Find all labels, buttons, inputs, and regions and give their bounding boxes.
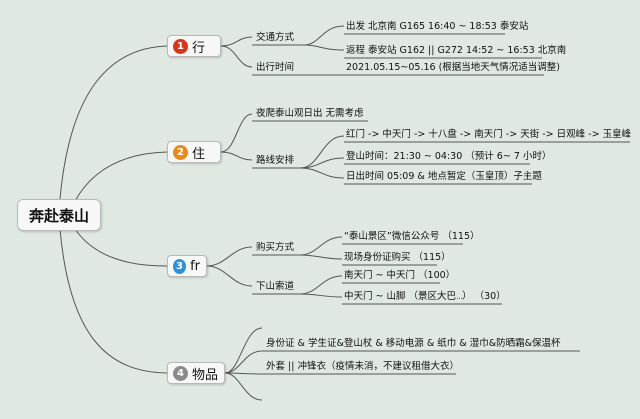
priority-4-badge-icon: 4 [173,365,188,381]
leaf-sunrise[interactable]: 日出时间 05:09 & 地点暂定（玉皇顶）子主题 [346,171,542,182]
leaf-cable-1[interactable]: 南天门 ~ 中天门 （100） [344,270,456,281]
branch-label-1: 行 [192,40,206,56]
topic-travel-time[interactable]: 出行时间 [256,62,295,73]
topic-cableway[interactable]: 下山索道 [256,281,295,292]
topic-jacket[interactable]: 外套 || 冲锋衣（疫情未消，不建议租借大衣） [266,361,459,372]
topic-route[interactable]: 路线安排 [256,155,295,166]
ellipsis-icon: ... [456,291,463,302]
leaf-climb-time[interactable]: 登山时间：21:30 ~ 04:30 （预计 6~ 7 小时） [346,151,552,162]
leaf-return[interactable]: 返程 泰安站 G162 || G272 14:52 ~ 16:53 北京南 [346,45,567,56]
branch-node-4[interactable]: 4 物品 [167,362,225,384]
branch-label-3: fr [190,258,200,274]
priority-1-badge-icon: 1 [173,38,188,54]
leaf-cable-2-price: ） （30） [462,291,506,302]
topic-night-climb[interactable]: 夜爬泰山观日出 无需考虑 [256,108,364,119]
priority-2-badge-icon: 2 [173,144,188,160]
leaf-dates[interactable]: 2021.05.15~05.16 (根据当地天气情况适当调整) [346,62,560,73]
topic-purchase[interactable]: 购买方式 [256,242,295,253]
leaf-departure[interactable]: 出发 北京南 G165 16:40 ~ 18:53 泰安站 [346,21,529,32]
edge-root-b2 [74,151,168,202]
leaf-onsite[interactable]: 现场身份证购买 （115） [344,252,451,263]
priority-3-badge-icon: 3 [173,258,187,274]
topic-items-list[interactable]: 身份证 & 学生证&登山杖 & 移动电源 & 纸巾 & 湿巾&防晒霜&保温杯 [266,338,561,349]
root-label: 奔赴泰山 [28,206,89,225]
edge-root-b3 [74,228,168,267]
edge-root-b1 [59,45,168,200]
branch-node-2[interactable]: 2 住 [167,141,221,163]
branch-node-3[interactable]: 3 fr [167,255,207,277]
topic-transport[interactable]: 交通方式 [256,32,295,43]
leaf-cable-2[interactable]: 中天门 ~ 山脚 （景区大巴...） （30） [344,291,506,303]
edge-root-b4 [59,228,168,374]
branch-node-1[interactable]: 1 行 [167,35,221,57]
leaf-wechat[interactable]: “泰山景区”微信公众号 （115） [344,231,480,242]
leaf-route-path[interactable]: 红门 -> 中天门 -> 十八盘 -> 南天门 -> 天街 -> 日观峰 -> … [346,129,632,140]
branch-label-4: 物品 [192,367,219,383]
branch-label-2: 住 [192,146,206,162]
leaf-cable-2-text: 中天门 ~ 山脚 （景区大巴 [344,291,457,302]
root-node[interactable]: 奔赴泰山 [17,199,101,231]
